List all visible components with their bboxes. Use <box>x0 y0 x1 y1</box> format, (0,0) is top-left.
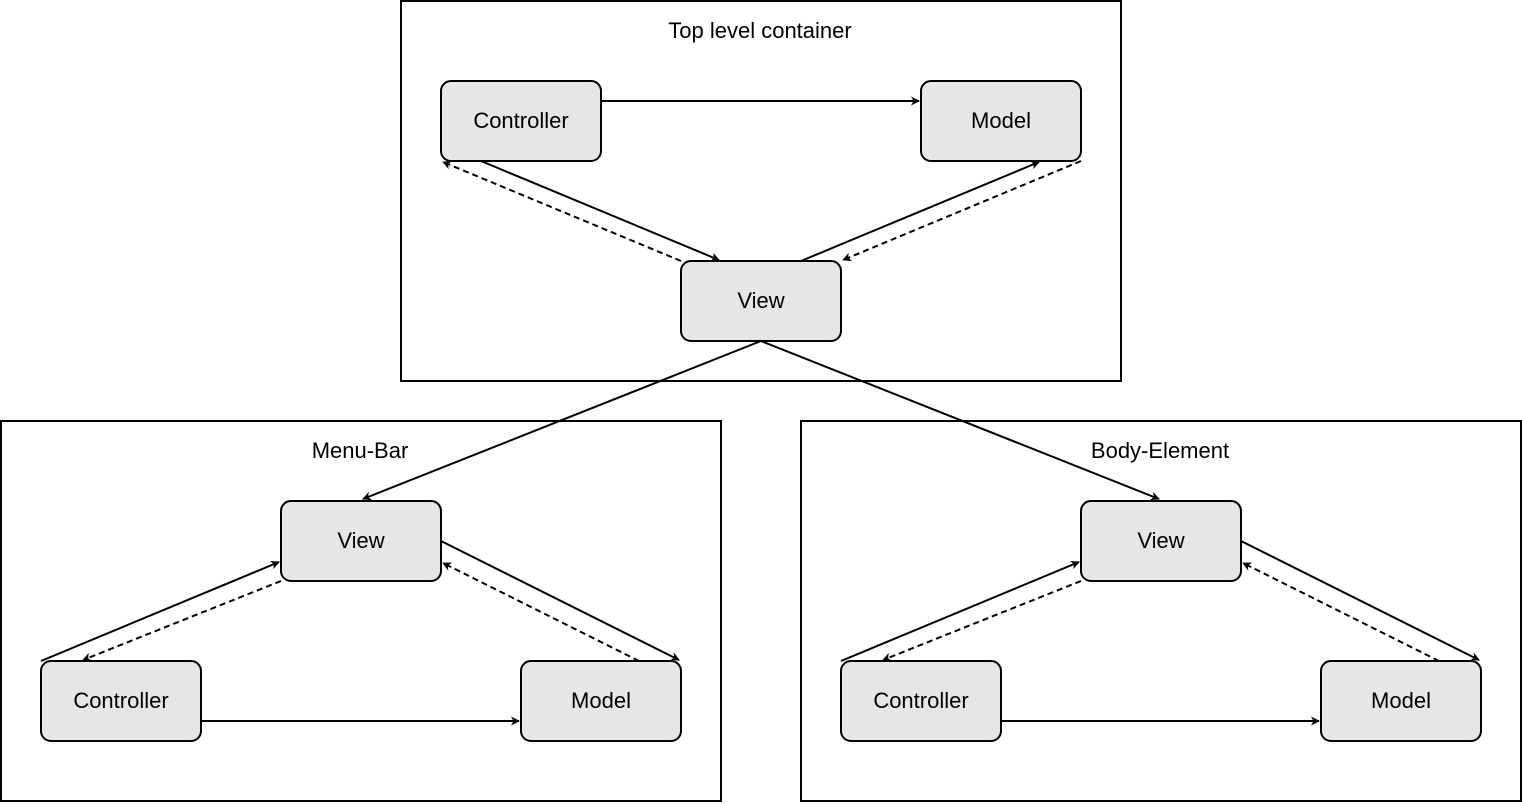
menu-view-to-controller-dashed-arrow <box>82 580 282 662</box>
menu-bar-connectors <box>40 540 680 726</box>
top-controller-node: Controller <box>440 80 602 162</box>
menu-model-label: Model <box>571 688 631 713</box>
top-model-to-view-dashed-arrow <box>842 160 1082 262</box>
top-view-to-body-view-arrow <box>760 340 1160 501</box>
top-view-to-model-arrow <box>800 160 1040 262</box>
top-view-node: View <box>680 260 842 342</box>
top-controller-label: Controller <box>473 108 568 133</box>
top-container-title: Top level container <box>668 18 851 43</box>
body-view-node: View <box>1080 500 1242 582</box>
body-model-to-view-dashed-arrow <box>1242 562 1440 662</box>
menu-model-to-view-dashed-arrow <box>442 562 640 662</box>
menu-controller-node: Controller <box>40 660 202 742</box>
top-view-label: View <box>737 288 784 313</box>
body-element-container <box>800 420 1522 802</box>
menu-view-to-model-arrow <box>440 540 680 661</box>
menu-model-node: Model <box>520 660 682 742</box>
body-element-connectors <box>840 540 1480 726</box>
top-controller-to-view-arrow <box>480 160 720 262</box>
top-model-node: Model <box>920 80 1082 162</box>
body-element-title: Body-Element <box>1091 438 1229 463</box>
top-view-to-controller-dashed-arrow <box>442 160 682 262</box>
top-model-label: Model <box>971 108 1031 133</box>
body-view-label: View <box>1137 528 1184 553</box>
body-view-to-model-arrow <box>1240 540 1480 661</box>
menu-view-label: View <box>337 528 384 553</box>
menu-controller-to-view-arrow <box>40 560 280 662</box>
body-view-to-controller-dashed-arrow <box>882 580 1082 662</box>
menu-view-node: View <box>280 500 442 582</box>
top-view-to-menu-bar-view-arrow <box>362 340 762 501</box>
menu-controller-label: Controller <box>73 688 168 713</box>
top-level-container <box>400 0 1122 382</box>
body-controller-node: Controller <box>840 660 1002 742</box>
body-controller-label: Controller <box>873 688 968 713</box>
top-connectors <box>362 96 1160 501</box>
body-model-node: Model <box>1320 660 1482 742</box>
menu-bar-container <box>0 420 722 802</box>
menu-bar-title: Menu-Bar <box>312 438 409 463</box>
body-controller-to-view-arrow <box>840 560 1080 662</box>
body-model-label: Model <box>1371 688 1431 713</box>
